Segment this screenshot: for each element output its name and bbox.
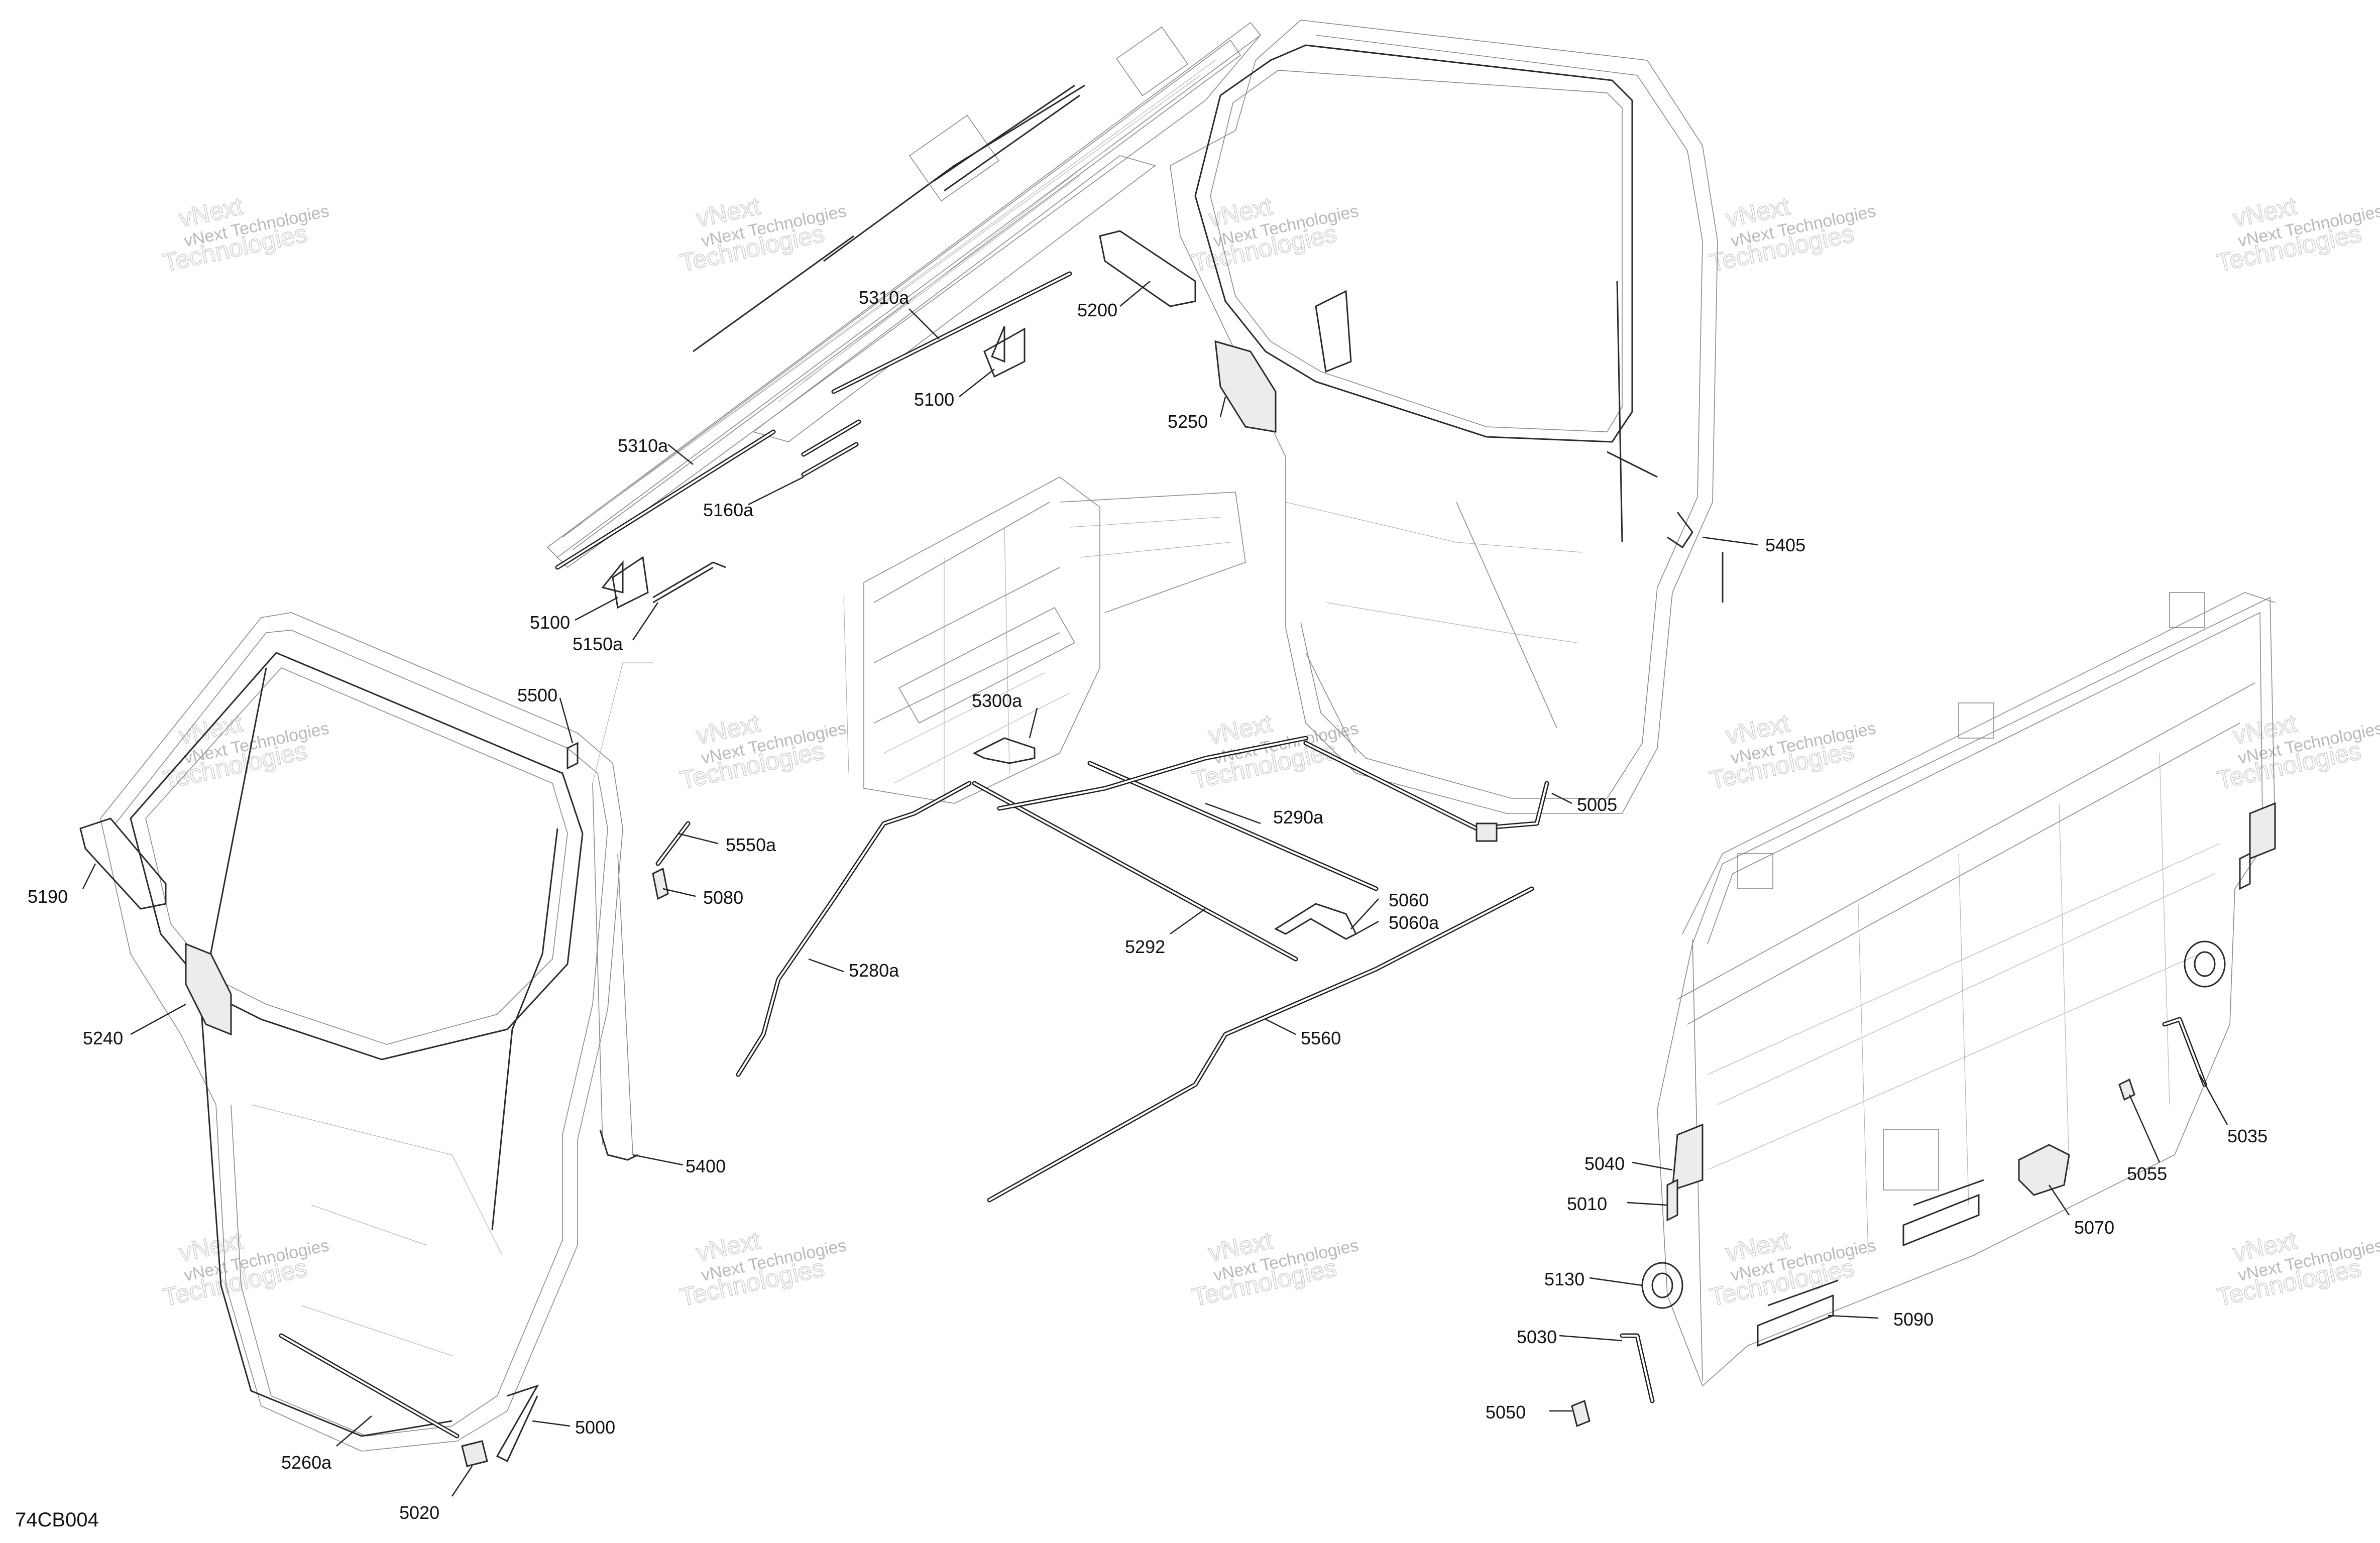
center-frame-assembly: [843, 477, 1246, 804]
callout-5080: 5080: [703, 887, 743, 908]
callout-5055: 5055: [2127, 1163, 2167, 1184]
callout-5405: 5405: [1765, 535, 1805, 555]
callout-5090: 5090: [1893, 1309, 1934, 1330]
watermark: vNext Technologies vNext Technologies: [1707, 708, 1877, 795]
watermark: vNext Technologies vNext Technologies: [2214, 708, 2380, 795]
callout-5150a: 5150a: [573, 634, 623, 654]
callout-5260a: 5260a: [281, 1452, 332, 1473]
callout-5500: 5500: [517, 685, 557, 705]
roof-panel-assembly: [546, 22, 1262, 568]
leader-lines: [82, 281, 2228, 1497]
callout-5010: 5010: [1567, 1194, 1607, 1214]
watermark: vNext Technologies vNext Technologies: [2214, 1226, 2380, 1312]
callout-5200: 5200: [1077, 300, 1117, 320]
watermark: vNext Technologies vNext Technologies: [677, 708, 848, 795]
callout-5250: 5250: [1168, 411, 1208, 432]
callout-5240: 5240: [83, 1028, 123, 1048]
callout-5292: 5292: [1125, 936, 1165, 957]
callout-5050: 5050: [1486, 1402, 1526, 1422]
callout-labels: 5310a 5200 5100 5250 5310a 5160a 5405 51…: [28, 287, 2268, 1523]
callout-5310a: 5310a: [618, 435, 668, 456]
callout-5560: 5560: [1301, 1028, 1341, 1048]
watermark: vNext Technologies vNext Technologies: [677, 191, 848, 278]
watermark: vNext Technologies vNext Technologies: [2214, 191, 2380, 278]
callout-5020: 5020: [399, 1502, 439, 1523]
callout-5060: 5060: [1389, 890, 1429, 910]
callout-5060a: 5060a: [1389, 912, 1439, 933]
loose-parts: [79, 230, 2276, 1467]
watermark: vNext Technologies vNext Technologies: [677, 1226, 848, 1312]
callout-5290a: 5290a: [1273, 807, 1324, 827]
callout-5130: 5130: [1544, 1269, 1584, 1289]
callout-5035: 5035: [2227, 1126, 2268, 1146]
callout-5160a: 5160a: [703, 500, 754, 520]
watermark: vNext Technologies vNext Technologies: [1707, 191, 1877, 278]
callout-5070: 5070: [2074, 1217, 2114, 1238]
callout-5400: 5400: [686, 1156, 726, 1176]
callout-5005: 5005: [1577, 794, 1617, 815]
callout-5040: 5040: [1584, 1153, 1625, 1174]
watermark: vNext Technologies vNext Technologies: [1189, 1226, 1360, 1312]
callout-5550a: 5550a: [726, 835, 776, 855]
watermark: vNext Technologies vNext Technologies: [1189, 191, 1360, 278]
callout-5310a: 5310a: [859, 287, 910, 308]
callout-5190: 5190: [28, 886, 68, 907]
callout-5100: 5100: [914, 389, 954, 410]
diagram-code: 74CB004: [15, 1509, 99, 1531]
right-door-assembly: [1170, 20, 1718, 814]
callout-5100: 5100: [530, 612, 570, 633]
watermark: vNext Technologies vNext Technologies: [1707, 1226, 1877, 1312]
callout-5300a: 5300a: [972, 690, 1023, 711]
watermark: vNext Technologies vNext Technologies: [160, 191, 330, 278]
watermarks: vNext Technologies vNext Technologies vN…: [160, 191, 2380, 1312]
callout-5030: 5030: [1517, 1327, 1557, 1347]
callout-5000: 5000: [575, 1417, 615, 1438]
callout-5280a: 5280a: [849, 960, 899, 981]
